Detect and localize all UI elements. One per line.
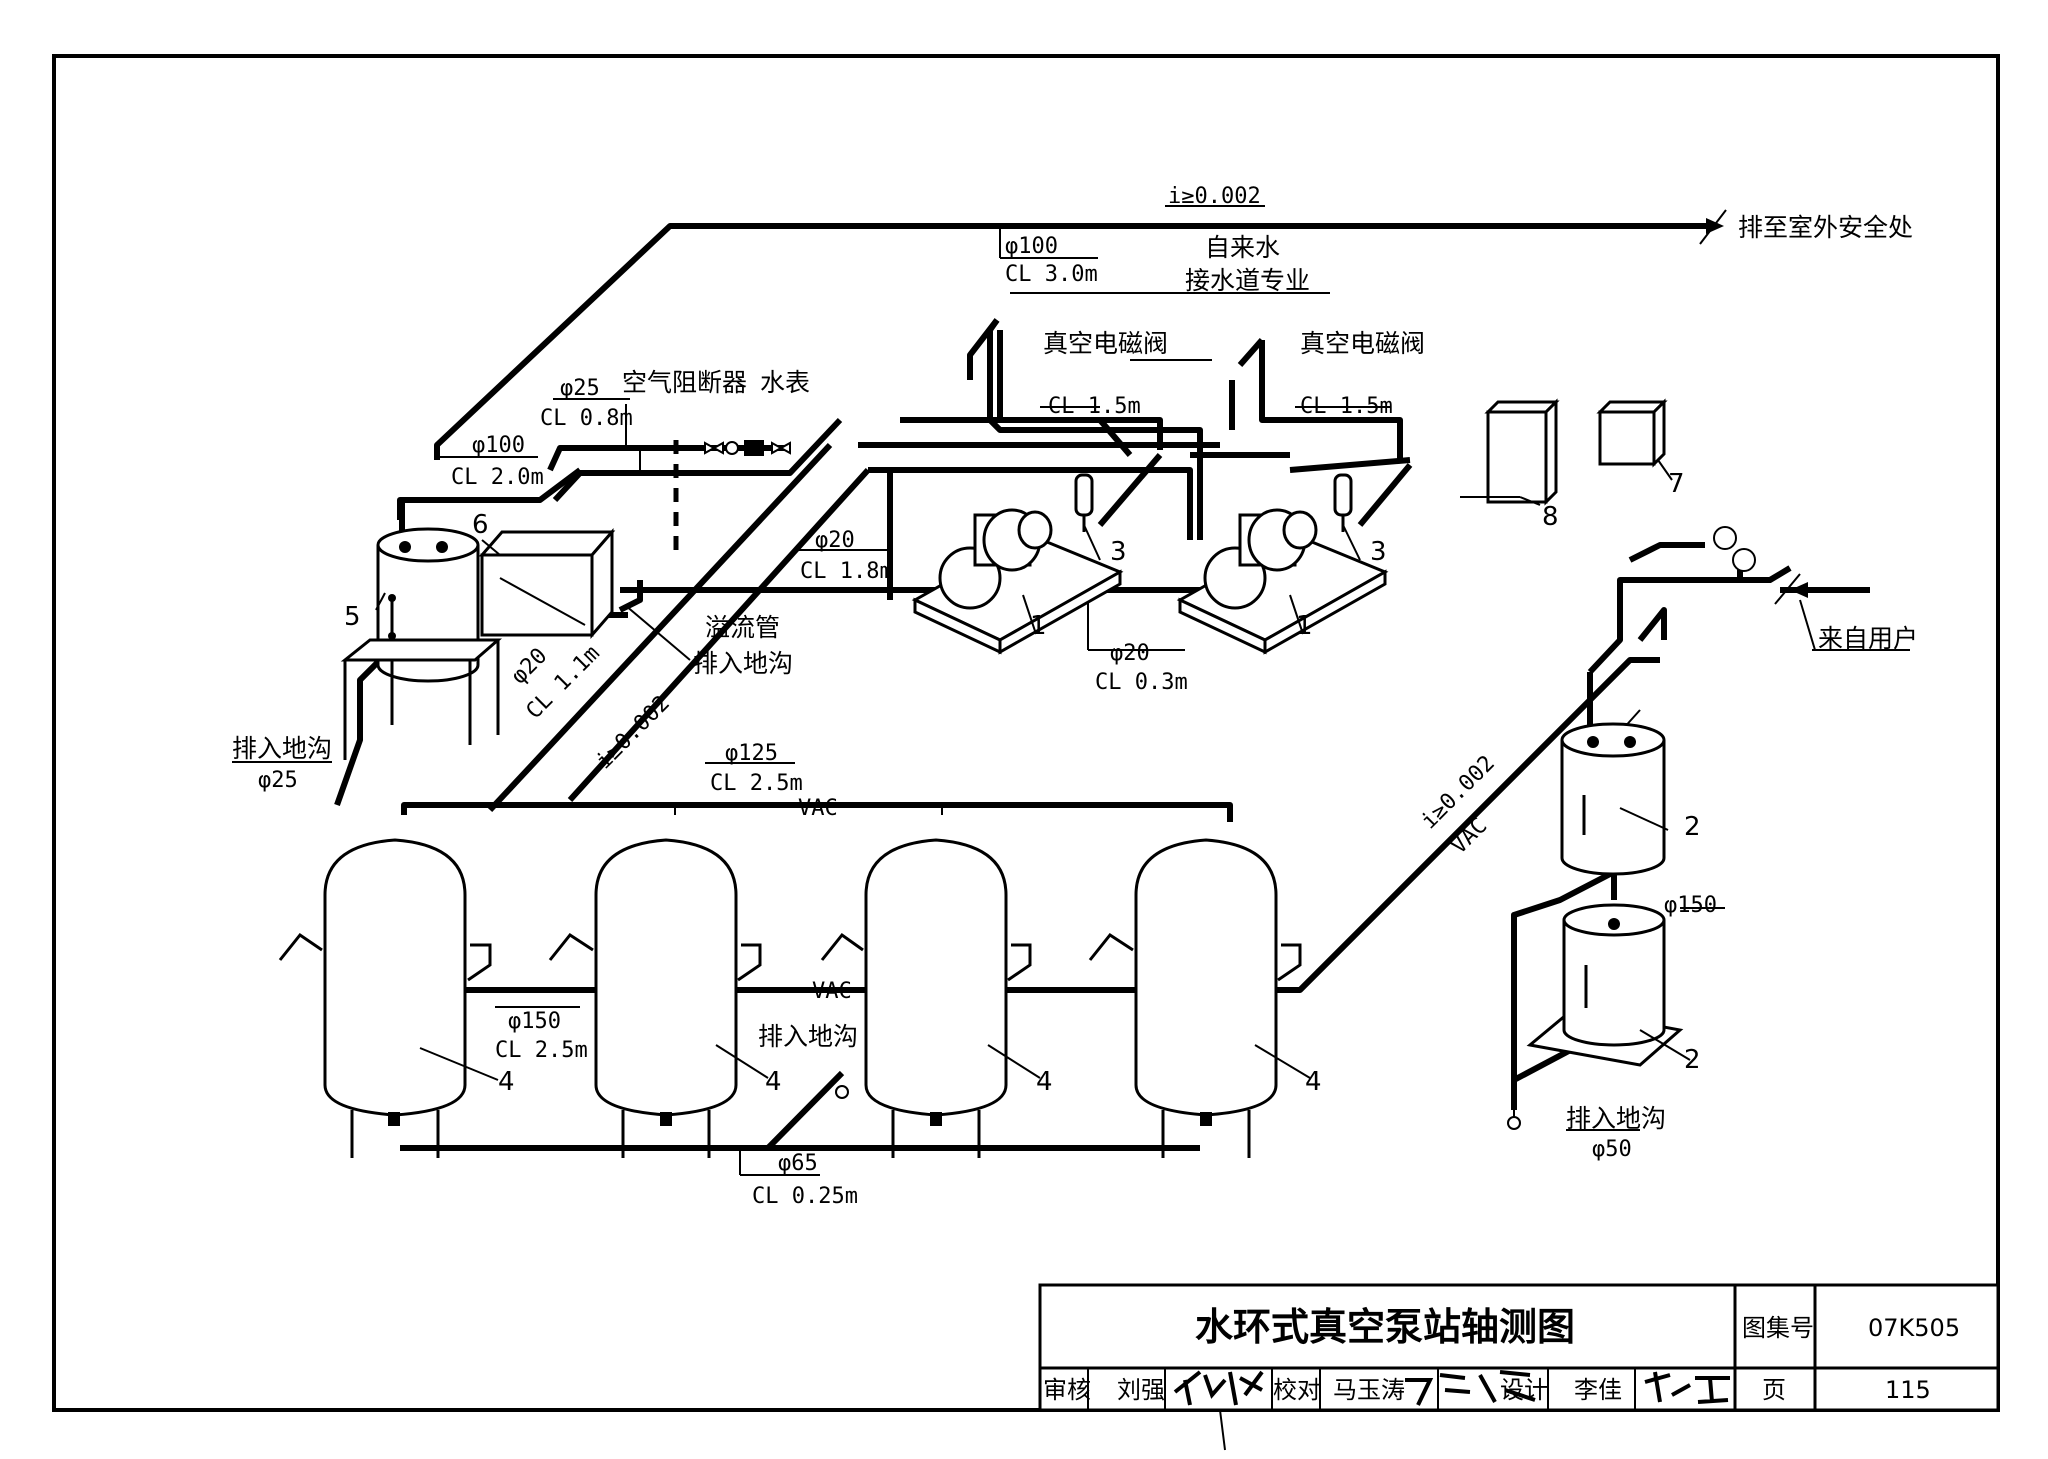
reviewer-name: 刘强 — [1117, 1376, 1165, 1404]
callout-pump-1a: 1 — [1030, 611, 1047, 641]
control-panel-8 — [1484, 398, 1560, 506]
slope-mid-label: i≥0.002 — [592, 691, 675, 774]
callout-vtank-4a: 4 — [498, 1067, 515, 1097]
water-meter-label: 水表 — [760, 368, 810, 397]
page-label: 页 — [1762, 1376, 1786, 1404]
cl-18-label: CL 1.8m — [800, 559, 893, 584]
drawing-frame — [52, 54, 2000, 1412]
dimension-leaders — [232, 205, 1910, 1176]
callout-box-6: 6 — [472, 510, 489, 540]
connect-water-supply-label: 接水道专业 — [1185, 266, 1310, 295]
vac-top-label: VAC — [798, 796, 838, 821]
designer-signature — [1644, 1371, 1730, 1404]
pressure-gauges — [1713, 526, 1756, 572]
exhaust-outdoor-label: 排至室外安全处 — [1738, 213, 1913, 242]
separator-3b — [1333, 473, 1353, 532]
vacuum-tank-4b — [594, 838, 738, 1158]
separator-3a — [1074, 473, 1094, 532]
cl-25-tanks-label: CL 2.5m — [495, 1038, 588, 1063]
callout-tank-2a: 2 — [1684, 812, 1701, 842]
control-panel-7 — [1596, 398, 1668, 468]
cl-15-right-label: CL 1.5m — [1300, 394, 1393, 419]
drawing-labels: i≥0.002 排至室外安全处 φ100 CL 3.0m 自来水 接水道专业 真… — [232, 184, 1918, 1209]
phi50-label: φ50 — [1592, 1137, 1632, 1162]
water-meter — [744, 440, 791, 456]
atlas-no: 07K505 — [1868, 1314, 1960, 1342]
page-number: 115 — [1885, 1376, 1931, 1404]
phi25-top-label: φ25 — [560, 376, 600, 401]
vacuum-tank-4d — [1134, 838, 1278, 1158]
reviewer-signature — [1173, 1370, 1264, 1406]
atlas-no-label: 图集号 — [1742, 1314, 1814, 1342]
drawing-title: 水环式真空泵站轴测图 — [1195, 1305, 1575, 1349]
phi100-left-label: φ100 — [472, 433, 525, 458]
callout-panel-8: 8 — [1542, 502, 1559, 532]
callout-vtank-4b: 4 — [765, 1067, 782, 1097]
callout-tank-5: 5 — [344, 602, 361, 632]
callout-vtank-4c: 4 — [1036, 1067, 1053, 1097]
title-block: 水环式真空泵站轴测图 图集号 07K505 审核 刘强 校对 马玉涛 设计 李佳… — [1038, 1283, 2000, 1451]
to-trench-right-label: 排入地沟 — [1566, 1104, 1666, 1133]
solenoid-valve-left-label: 真空电磁阀 — [1043, 329, 1168, 358]
from-users-label: 来自用户 — [1818, 624, 1918, 653]
phi150-right-label: φ150 — [1664, 893, 1717, 918]
tank-2-upper — [1560, 722, 1666, 876]
phi150-tanks-label: φ150 — [508, 1009, 561, 1034]
overflow-pipe-label: 溢流管 — [705, 613, 780, 642]
callout-tank-2b: 2 — [1684, 1045, 1701, 1075]
phi20-pump-label: φ20 — [1110, 641, 1150, 666]
cl-30-label: CL 3.0m — [1005, 262, 1098, 287]
phi25-drain-label: φ25 — [258, 768, 298, 793]
to-trench-left-label: 排入地沟 — [232, 734, 332, 763]
tank-side-valves — [278, 932, 1302, 982]
vacuum-tank-4a — [323, 838, 467, 1158]
callout-panel-7: 7 — [1668, 469, 1685, 499]
tap-water-label: 自来水 — [1205, 233, 1280, 262]
tank-2-lower — [1526, 903, 1684, 1067]
slope-label-top: i≥0.002 — [1168, 184, 1261, 209]
checker-name: 马玉涛 — [1333, 1376, 1405, 1404]
callout-pump-1b: 1 — [1296, 611, 1313, 641]
air-breaker-label: 空气阻断器 — [622, 368, 747, 397]
vac-mid-label: VAC — [812, 979, 852, 1004]
vac-right-label: VAC — [1447, 813, 1493, 859]
callout-sep-3a: 3 — [1110, 537, 1127, 567]
callout-leaders — [375, 459, 1691, 1081]
box-6 — [478, 527, 616, 640]
cl-08-label: CL 0.8m — [540, 406, 633, 431]
slope-right-label: i≥0.002 — [1417, 751, 1500, 834]
phi125-label: φ125 — [725, 741, 778, 766]
to-trench-overflow-label: 排入地沟 — [693, 649, 793, 678]
cl-20-label: CL 2.0m — [451, 465, 544, 490]
cl-25-top-label: CL 2.5m — [710, 771, 803, 796]
air-breaker-valve — [704, 441, 739, 455]
phi20-mid-label: φ20 — [815, 528, 855, 553]
designer-name: 李佳 — [1574, 1376, 1622, 1404]
check-label: 校对 — [1273, 1376, 1321, 1404]
cl-025-label: CL 0.25m — [752, 1184, 858, 1209]
callout-numbers: 1 1 2 2 3 3 4 4 4 4 5 6 7 8 — [344, 469, 1701, 1097]
phi65-label: φ65 — [778, 1151, 818, 1176]
pump-1b — [1176, 508, 1389, 655]
vacuum-tank-4c — [864, 838, 1008, 1158]
cl-03-label: CL 0.3m — [1095, 670, 1188, 695]
tank-5-stand — [340, 638, 503, 760]
cl-15-left-label: CL 1.5m — [1048, 394, 1141, 419]
pipe-network — [334, 209, 1870, 1151]
review-label: 审核 — [1043, 1376, 1091, 1404]
phi100-top-label: φ100 — [1005, 234, 1058, 259]
solenoid-valve-right-label: 真空电磁阀 — [1300, 329, 1425, 358]
callout-vtank-4d: 4 — [1305, 1067, 1322, 1097]
to-trench-mid-label: 排入地沟 — [758, 1022, 858, 1051]
checker-signature — [1405, 1370, 1536, 1406]
callout-sep-3b: 3 — [1370, 537, 1387, 567]
pump-1a — [911, 508, 1124, 655]
